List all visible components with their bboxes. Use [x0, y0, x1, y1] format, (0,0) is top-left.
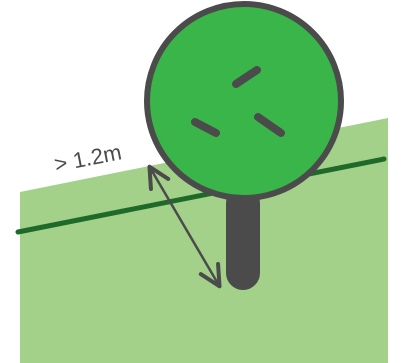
tree-trunk-icon [226, 186, 260, 290]
tree-canopy-icon [147, 4, 341, 198]
clearance-measurement-label: > 1.2m [52, 139, 123, 176]
